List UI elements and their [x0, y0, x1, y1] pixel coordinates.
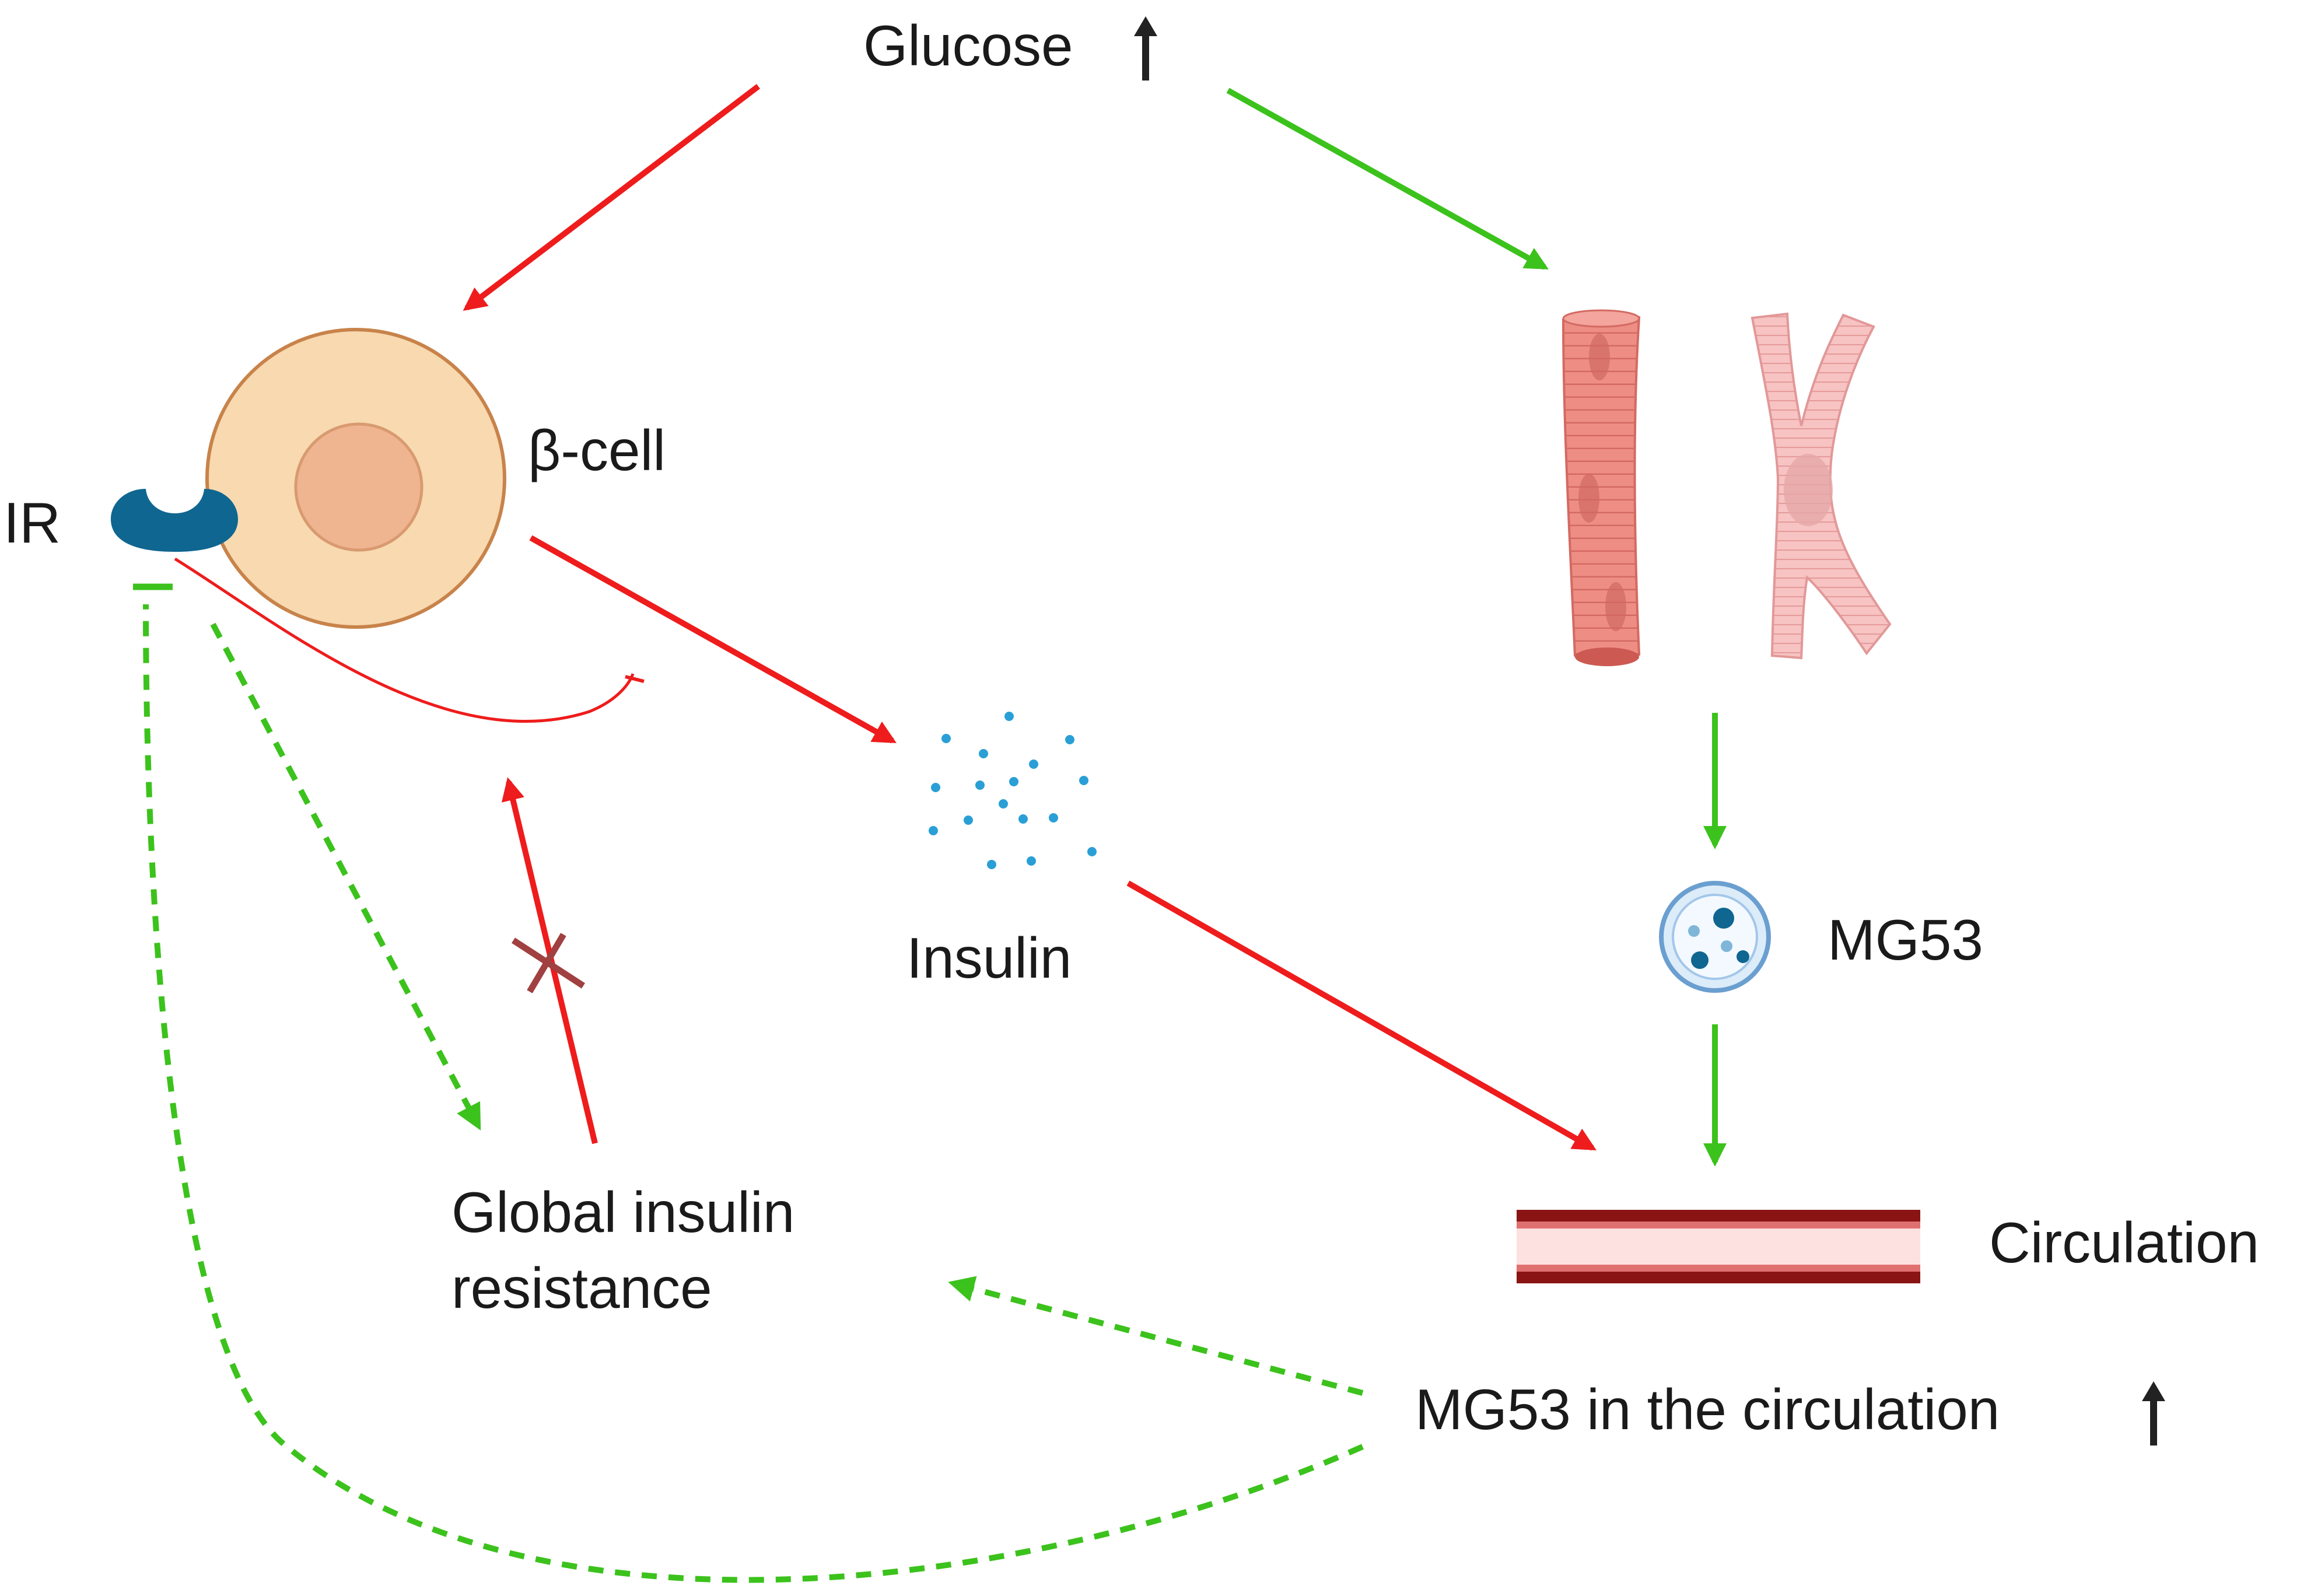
glucose-to-muscle-arrow — [1226, 88, 1549, 270]
ir-label: IR — [3, 491, 61, 555]
up-arrow-icon — [1134, 16, 1157, 80]
insulin-receptor-icon — [111, 489, 238, 552]
mg53-vesicle-icon — [1659, 881, 1771, 993]
cardiac-muscle-icon — [1751, 312, 1892, 660]
ir-to-resistance-dashed-arrow — [210, 622, 481, 1130]
blood-vessel-icon — [1517, 1210, 1920, 1283]
mg53-to-resistance-dashed-arrow — [948, 1276, 1364, 1396]
ir-inhibits-insulin-secretion-line — [174, 557, 635, 723]
beta-cell-to-insulin-arrow — [529, 535, 897, 744]
glucose-to-beta-cell-arrow — [463, 84, 761, 311]
skeletal-muscle-icon — [1562, 309, 1641, 666]
circulation-label: Circulation — [1989, 1210, 2259, 1275]
glucose-label: Glucose — [863, 13, 1073, 78]
cross-mark-icon — [512, 933, 585, 993]
inhibition-bar-end — [625, 675, 645, 683]
insulin-granules — [929, 712, 1097, 869]
beta-cell — [205, 328, 506, 629]
insulin-to-circulation-arrow — [1126, 880, 1597, 1151]
mg53-label: MG53 — [1828, 908, 1983, 972]
insulin-label: Insulin — [906, 926, 1072, 990]
beta-cell-label: β-cell — [528, 418, 666, 482]
global-insulin-resistance-label-line1: Global insulin — [451, 1180, 794, 1244]
mg53-to-ir-dashed-curve — [143, 604, 1364, 1583]
up-arrow-icon — [2142, 1381, 2165, 1446]
mg53-circulation-label: MG53 in the circulation — [1415, 1377, 2000, 1441]
global-insulin-resistance-label-line2: resistance — [451, 1256, 712, 1320]
